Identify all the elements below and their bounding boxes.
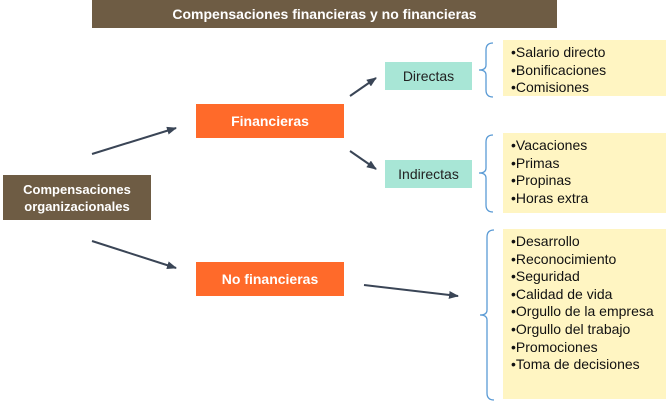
- list-item: •Primas: [511, 154, 560, 171]
- list-item: •Toma de decisiones: [511, 356, 640, 373]
- directas-list: •Salario directo •Bonificaciones •Comisi…: [503, 40, 666, 96]
- diagram-title: Compensaciones financieras y no financie…: [92, 0, 557, 28]
- bracket-no-financieras: [479, 229, 495, 401]
- no-financieras-node: No financieras: [196, 262, 344, 296]
- list-item: •Bonificaciones: [511, 61, 607, 78]
- root-label-line2: organizacionales: [24, 198, 130, 214]
- arrow-root-to-no-financieras: [91, 240, 177, 270]
- list-item: •Calidad de vida: [511, 285, 613, 302]
- bracket-indirectas: [478, 134, 494, 213]
- no-financieras-list: •Desarrollo •Reconocimiento •Seguridad •…: [503, 229, 666, 399]
- list-item: •Salario directo: [511, 44, 606, 60]
- arrow-root-to-financieras: [91, 126, 177, 155]
- list-item: •Propinas: [511, 172, 572, 189]
- arrow-financieras-to-directas: [349, 77, 377, 97]
- indirectas-node: Indirectas: [385, 160, 472, 188]
- list-item: •Horas extra: [511, 189, 589, 206]
- list-item: •Desarrollo: [511, 233, 580, 249]
- list-item: •Vacaciones: [511, 137, 588, 153]
- root-label-line1: Compensaciones: [23, 181, 131, 197]
- indirectas-list: •Vacaciones •Primas •Propinas •Horas ext…: [503, 133, 666, 213]
- directas-node: Directas: [385, 62, 472, 90]
- list-item: •Reconocimiento: [511, 250, 617, 267]
- bracket-directas: [478, 42, 494, 98]
- root-node: Compensaciones organizacionales: [3, 175, 151, 220]
- list-item: •Orgullo del trabajo: [511, 320, 631, 337]
- list-item: •Comisiones: [511, 79, 590, 96]
- list-item: •Seguridad: [511, 268, 580, 285]
- arrow-financieras-to-indirectas: [349, 150, 377, 170]
- list-item: •Promociones: [511, 338, 598, 355]
- financieras-node: Financieras: [196, 104, 344, 138]
- list-item: •Orgullo de la empresa: [511, 303, 654, 320]
- arrow-no-financieras-to-list: [363, 284, 459, 299]
